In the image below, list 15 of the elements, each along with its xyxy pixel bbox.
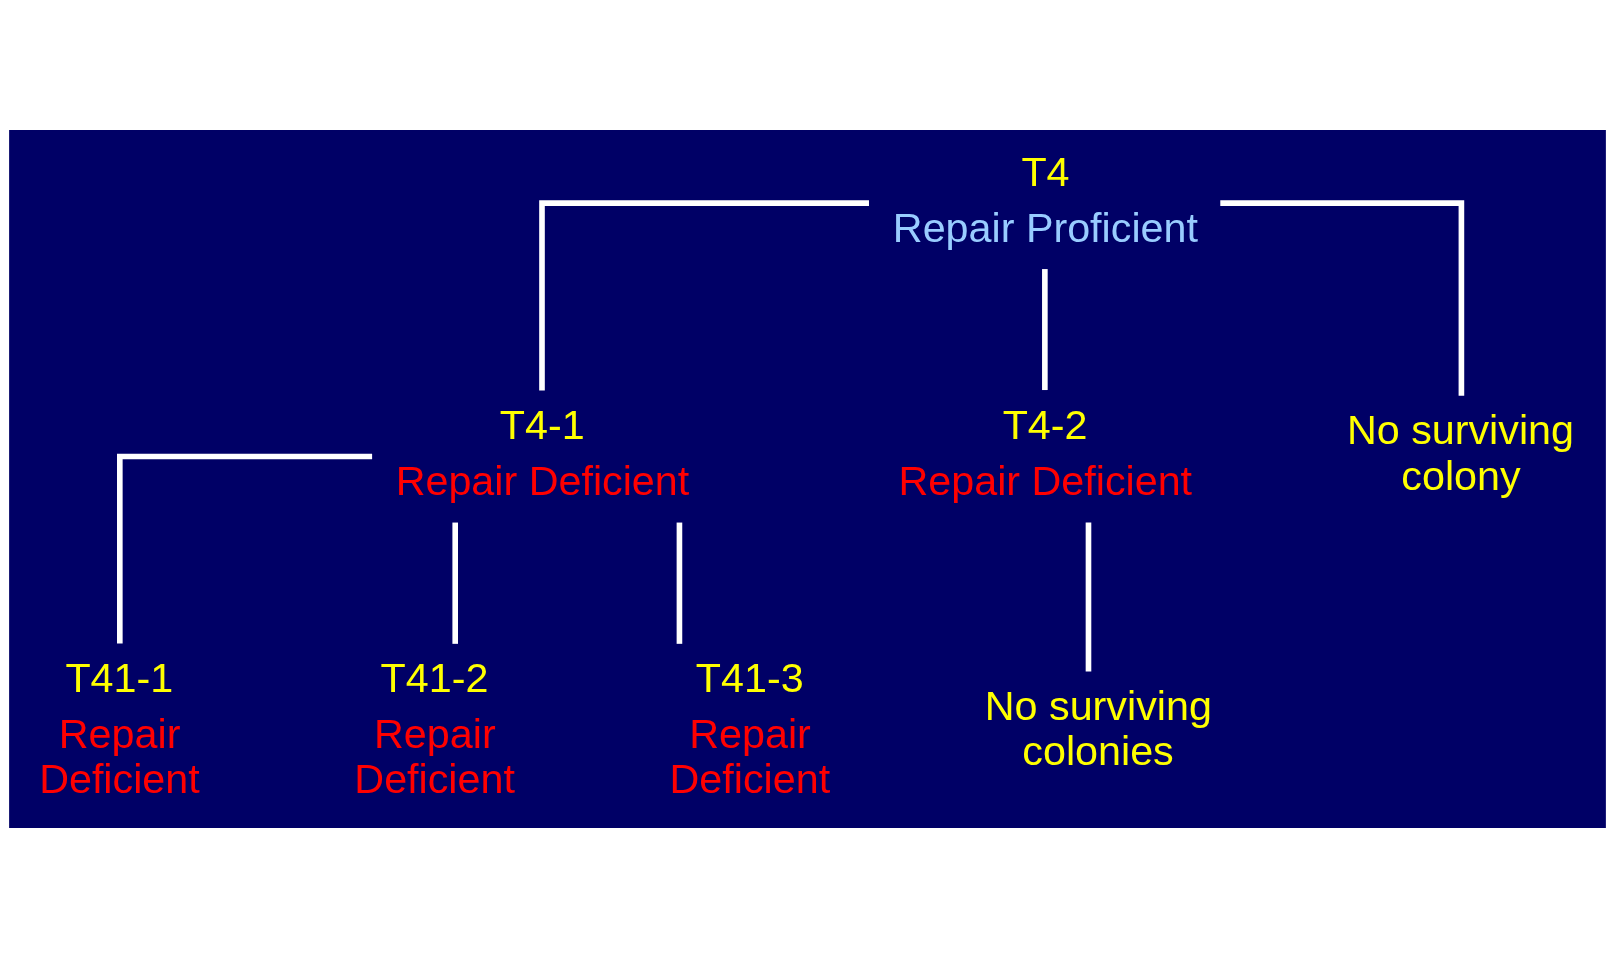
connector [117,453,373,644]
node-text: No surviving colony [1346,407,1574,499]
connector [1085,522,1092,672]
connector [1220,200,1465,396]
connector [539,200,869,391]
node-text: T41-1 Repair Deficient [39,655,200,803]
node-text: No surviving colonies [984,683,1212,775]
node-text: T41-3 Repair Deficient [669,655,831,803]
node-text: T4 Repair Proficient [892,148,1198,251]
node-text: T41-2 Repair Deficient [354,655,515,803]
connector [1042,269,1048,391]
node-text: T4-1 Repair Deficient [395,401,690,505]
connector [676,522,683,644]
node-text: T4-2 Repair Deficient [898,401,1193,505]
connector [452,522,459,644]
